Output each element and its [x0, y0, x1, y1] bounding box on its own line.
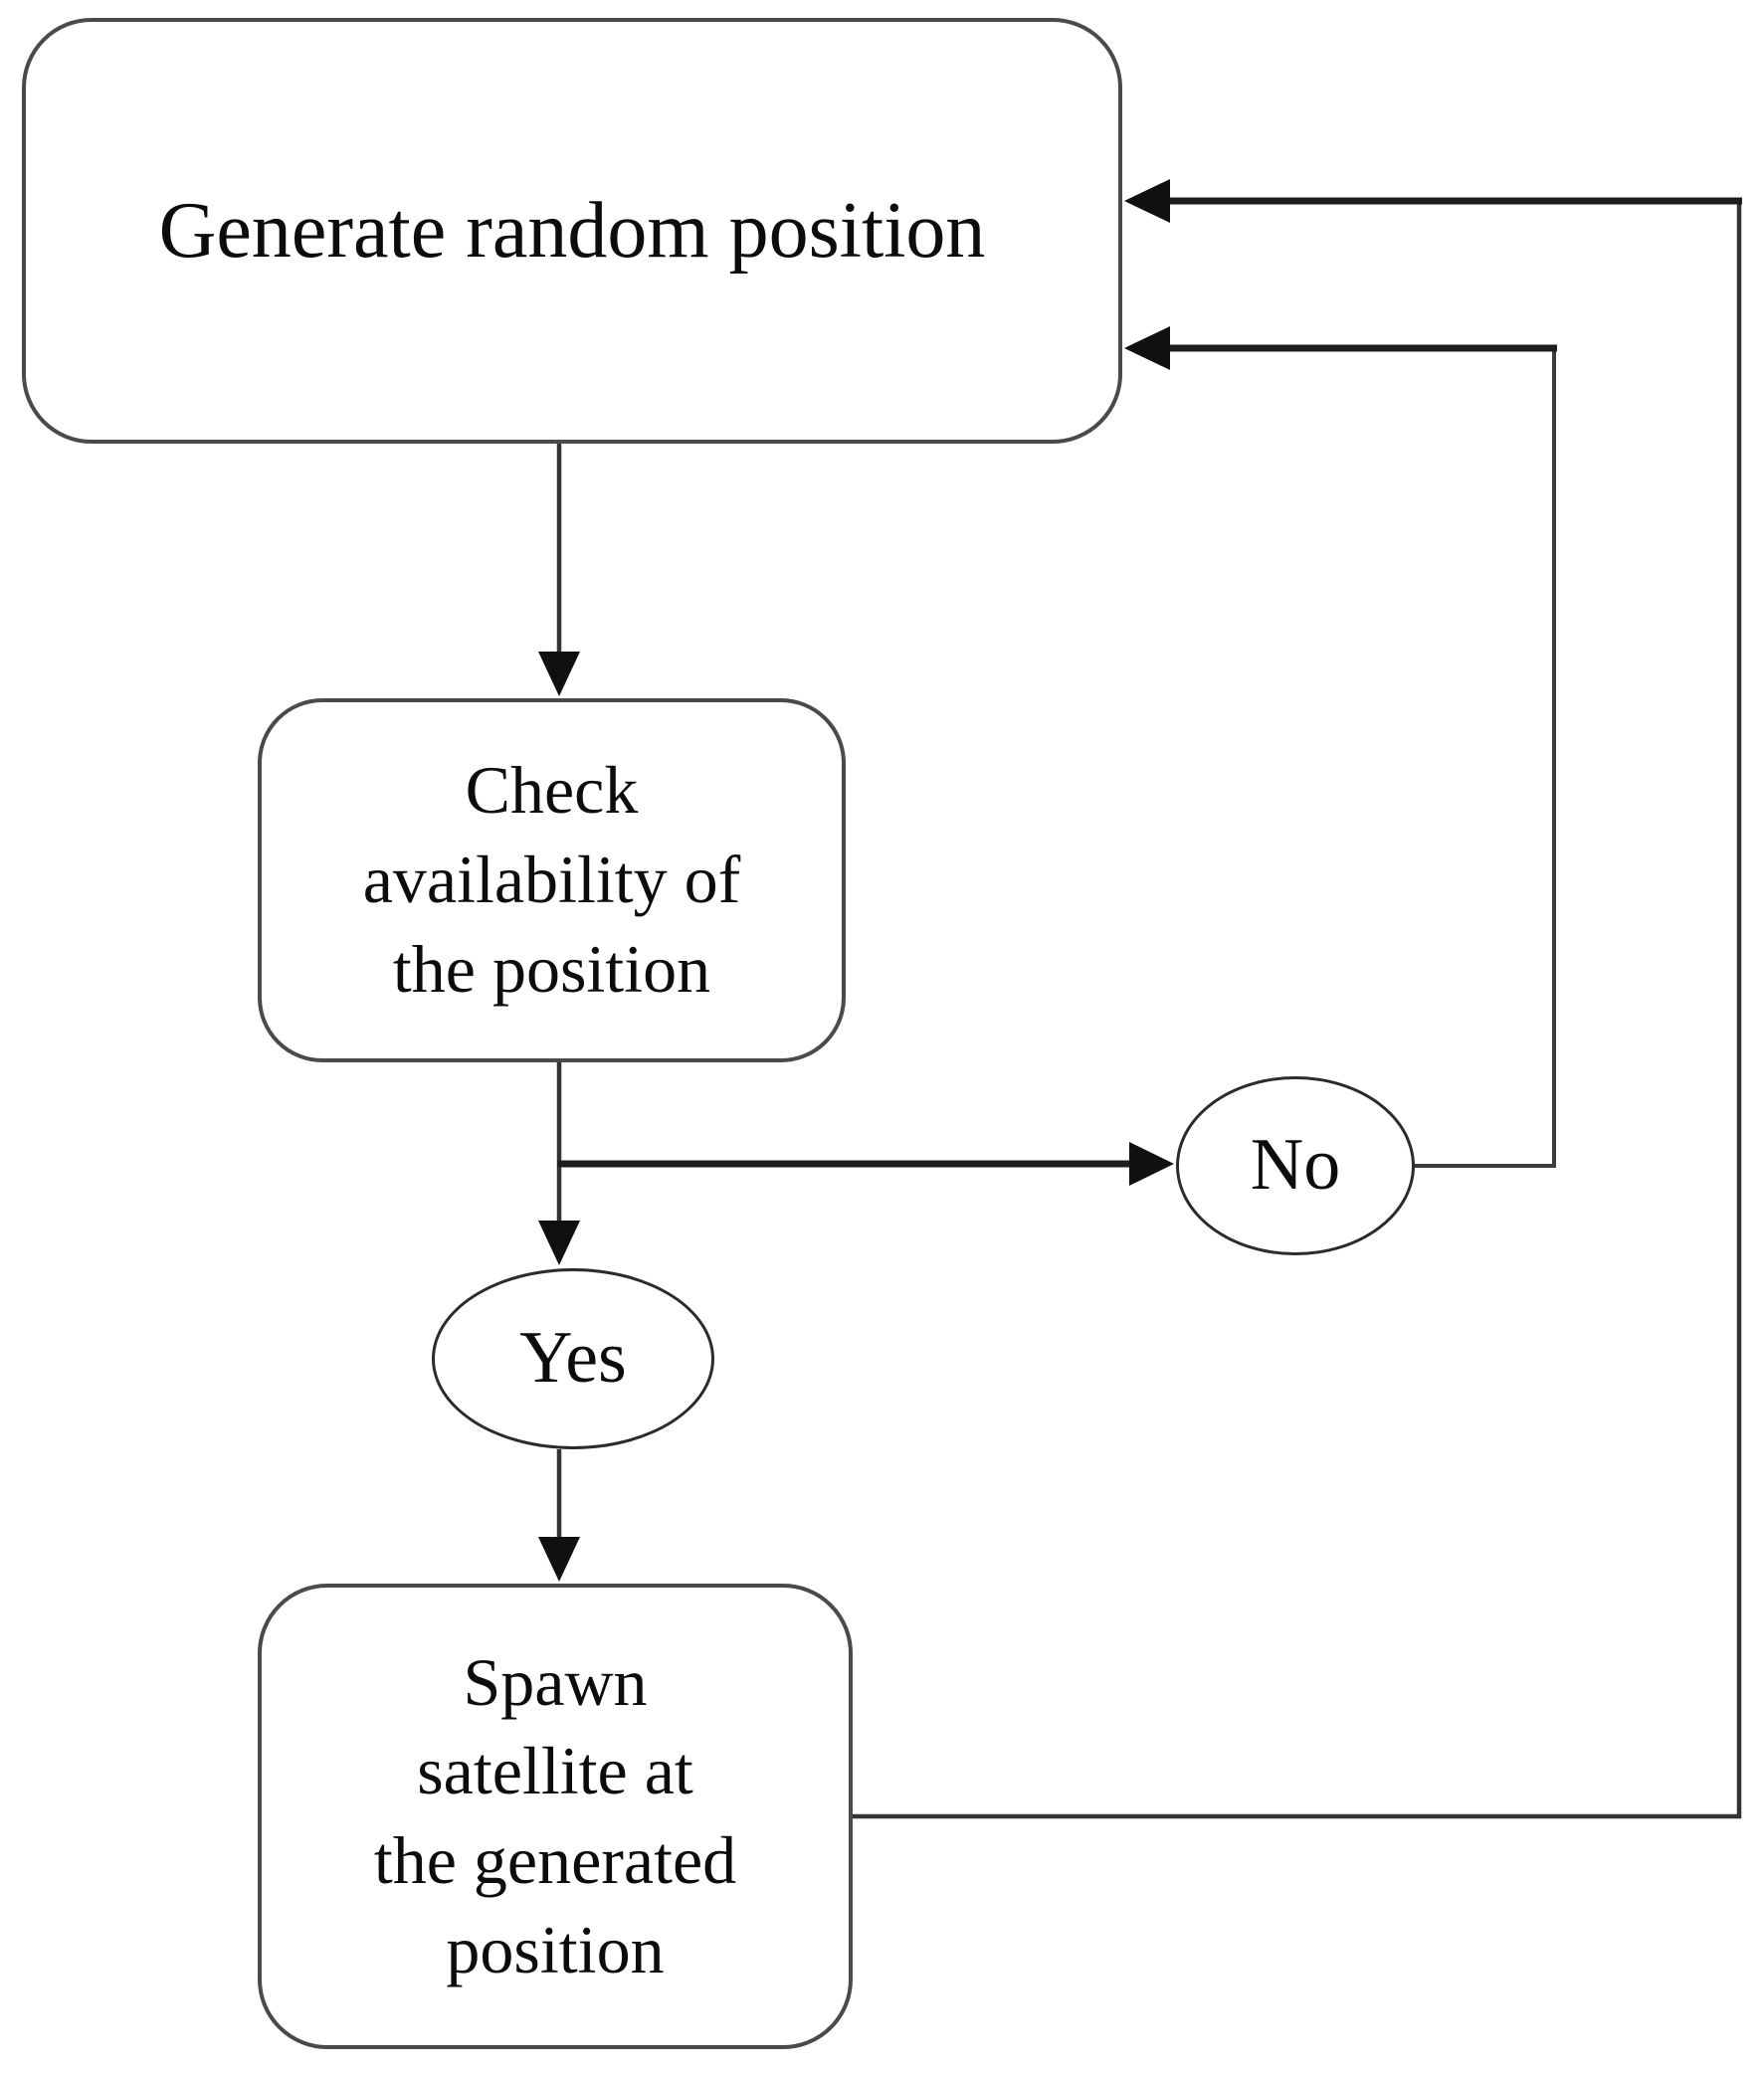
flowchart-node-yes: Yes	[432, 1268, 714, 1449]
flowchart-node-check-availability: Check availability of the position	[258, 698, 846, 1062]
edge-check-to-yes-arrowhead-icon	[538, 1221, 580, 1265]
node-label: Generate random position	[158, 187, 986, 275]
edge-check-to-no-arrowhead-icon	[1129, 1142, 1174, 1186]
edge-no-to-generate-loop-line	[1415, 348, 1556, 1168]
flowchart-node-spawn-satellite: Spawn satellite at the generated positio…	[258, 1584, 853, 2049]
edge-no-to-generate-arrowhead-icon	[1124, 326, 1170, 370]
node-label: Spawn satellite at the generated positio…	[373, 1643, 737, 1987]
edge-spawn-to-generate-loop-line	[853, 203, 1742, 1819]
flowchart-node-no: No	[1176, 1076, 1415, 1255]
node-label: No	[1250, 1124, 1341, 1207]
flowchart-node-generate-random-position: Generate random position	[22, 18, 1122, 444]
edge-generate-to-check-arrowhead-icon	[538, 652, 580, 696]
edge-yes-to-spawn-arrowhead-icon	[538, 1537, 580, 1582]
edge-spawn-to-generate-arrowhead-icon	[1124, 179, 1170, 223]
node-label: Yes	[519, 1317, 627, 1400]
node-label: Check availability of the position	[362, 752, 741, 1007]
